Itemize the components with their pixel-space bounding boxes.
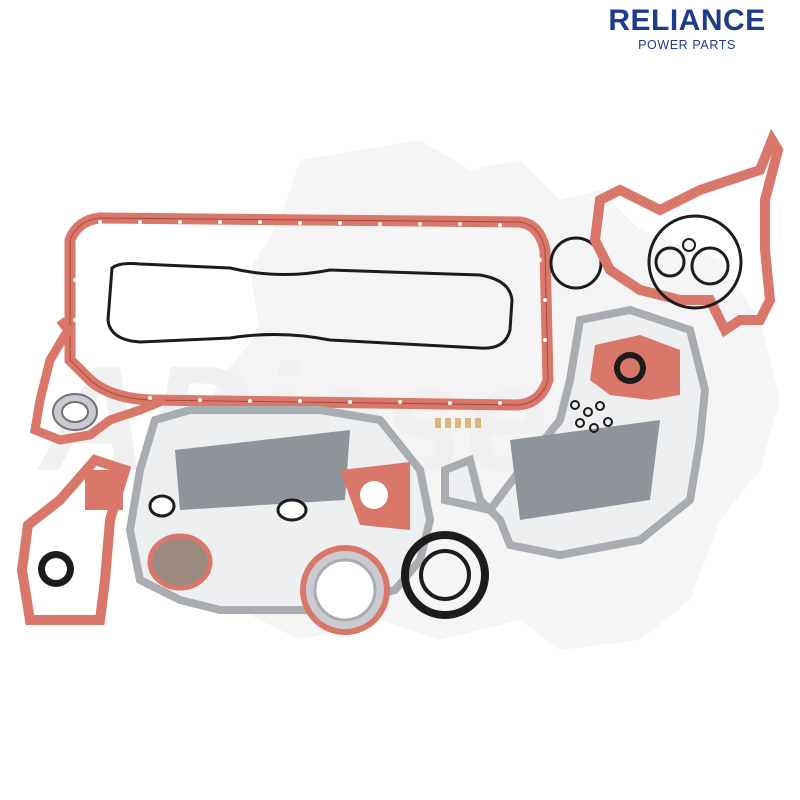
rear-main-seal (300, 545, 390, 635)
dowel-pins (435, 418, 481, 428)
steel-cover-gasket-right (441, 305, 710, 560)
front-seal (52, 393, 98, 431)
side-fiber-strip (29, 317, 167, 445)
oil-pan-gasket (64, 212, 554, 411)
timing-cover-gasket (589, 128, 784, 338)
brand-logo: RELIANCE POWER PARTS (602, 4, 772, 52)
crankshaft-seal (401, 531, 489, 619)
water-pump-gasket (16, 454, 132, 625)
brand-name: RELIANCE (608, 4, 766, 37)
valve-cover-seal (106, 262, 514, 350)
brand-tagline: POWER PARTS (638, 38, 736, 52)
